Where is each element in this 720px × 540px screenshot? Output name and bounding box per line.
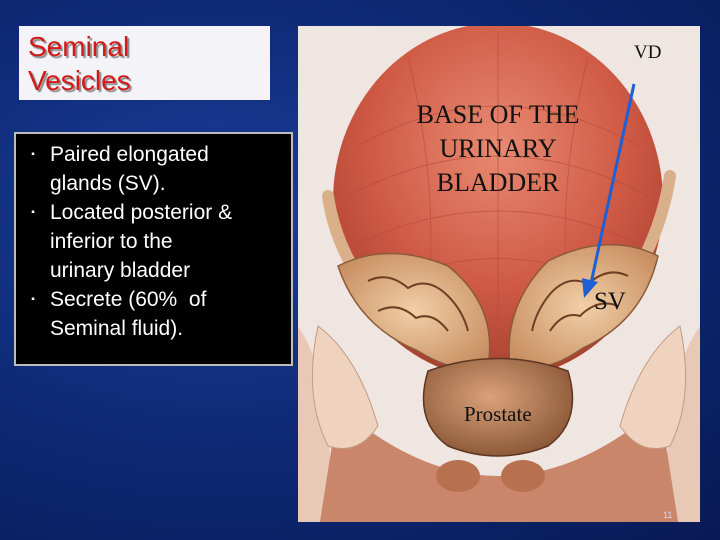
- title-line-2: Vesicles: [28, 65, 131, 96]
- bullet-text: Located posterior & inferior to the urin…: [50, 201, 233, 282]
- bullet-marker-icon: ▪: [31, 207, 35, 218]
- bullet-text: Secrete (60% of Seminal fluid).: [50, 288, 207, 340]
- bullet-list: ▪ Paired elongated glands (SV). ▪ Locate…: [14, 132, 293, 366]
- page-number: 11: [663, 510, 673, 520]
- label-prostate: Prostate: [464, 402, 532, 426]
- label-vd: VD: [634, 42, 662, 63]
- prostate-shape: [422, 357, 574, 457]
- slide-title: Seminal Vesicles: [19, 26, 270, 100]
- title-line-1: Seminal: [28, 31, 130, 62]
- anatomy-drawing: [298, 26, 700, 522]
- bullet-item: ▪ Paired elongated glands (SV).: [16, 140, 283, 198]
- bullet-item: ▪ Secrete (60% of Seminal fluid).: [16, 285, 283, 343]
- bullet-marker-icon: ▪: [31, 149, 35, 160]
- bullet-item: ▪ Located posterior & inferior to the ur…: [16, 198, 283, 285]
- label-sv: SV: [594, 288, 626, 315]
- pointer-arrow: [588, 83, 636, 289]
- anatomy-illustration: VD BASE OF THE URINARY BLADDER SV Prosta…: [298, 26, 700, 522]
- label-bladder-base: BASE OF THE URINARY BLADDER: [416, 100, 580, 197]
- pointer-arrowhead: [582, 278, 598, 298]
- bullet-marker-icon: ▪: [31, 294, 35, 305]
- bullet-text: Paired elongated glands (SV).: [50, 143, 209, 195]
